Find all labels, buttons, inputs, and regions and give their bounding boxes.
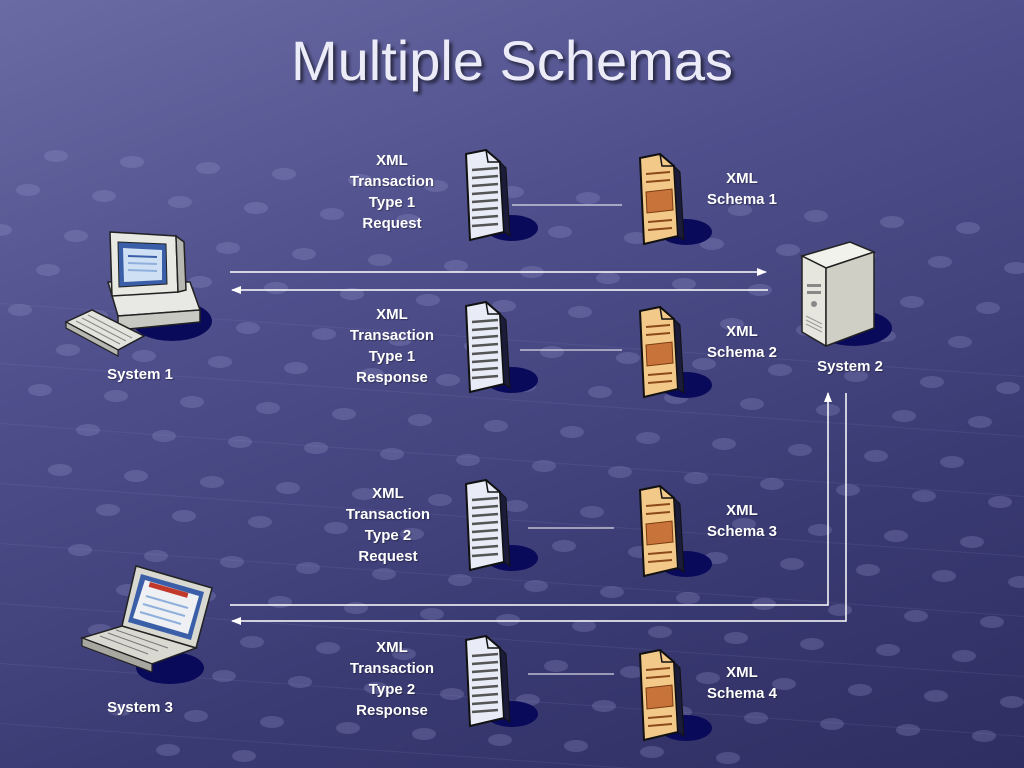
system1-label: System 1: [107, 366, 173, 383]
transaction-label-4-line: Type 2: [368, 681, 416, 698]
schema-document-icon-2: [638, 305, 712, 399]
transaction-label-1-line: Type 1: [368, 194, 416, 211]
arrow-system2-to-system3: [231, 393, 847, 625]
transaction-label-2-line: Response: [356, 369, 428, 386]
schema-label-4: XML Schema 4: [692, 662, 792, 704]
schema-label-1-line: Schema 1: [706, 191, 778, 208]
arrow-system3-to-system2: [230, 392, 832, 606]
schema-label-1-line: XML: [726, 170, 758, 187]
transaction-label-2-line: Transaction: [349, 327, 435, 344]
transaction-label-4-line: XML: [376, 639, 408, 656]
transaction-label-1-line: Transaction: [349, 173, 435, 190]
schema-label-2-line: XML: [726, 323, 758, 340]
xml-document-icon-4: [464, 634, 538, 728]
desktop-computer-icon: [64, 231, 212, 358]
schema-label-3-line: XML: [726, 502, 758, 519]
schema-label-2-line: Schema 2: [706, 344, 778, 361]
schema-label-1: XML Schema 1: [692, 168, 792, 210]
schema-document-icon-1: [638, 152, 712, 246]
laptop-icon: [79, 565, 213, 684]
transaction-label-4-line: Transaction: [349, 660, 435, 677]
schema-label-3: XML Schema 3: [692, 500, 792, 542]
slide-title: Multiple Schemas: [291, 29, 733, 92]
system3-label: System 3: [107, 699, 173, 716]
system2-label: System 2: [817, 358, 883, 375]
transaction-label-3-line: XML: [372, 485, 404, 502]
transaction-label-2-line: XML: [376, 306, 408, 323]
transaction-label-1-line: Request: [362, 215, 422, 232]
schema-label-4-line: Schema 4: [706, 685, 778, 702]
schema-label-2: XML Schema 2: [692, 321, 792, 363]
transaction-label-3-line: Request: [358, 548, 418, 565]
xml-document-icon-1: [464, 148, 538, 242]
transaction-label-4-line: Response: [356, 702, 428, 719]
xml-document-icon-3: [464, 478, 538, 572]
transaction-label-3-line: Type 2: [364, 527, 412, 544]
transaction-label-3-line: Transaction: [345, 506, 431, 523]
schema-label-4-line: XML: [726, 664, 758, 681]
schema-document-icon-3: [638, 484, 712, 578]
transaction-label-2-line: Type 1: [368, 348, 416, 365]
xml-document-icon-2: [464, 300, 538, 394]
schema-label-3-line: Schema 3: [706, 523, 778, 540]
schema-document-icon-4: [638, 648, 712, 742]
transaction-label-1-line: XML: [376, 152, 408, 169]
server-tower-icon: [799, 241, 892, 348]
